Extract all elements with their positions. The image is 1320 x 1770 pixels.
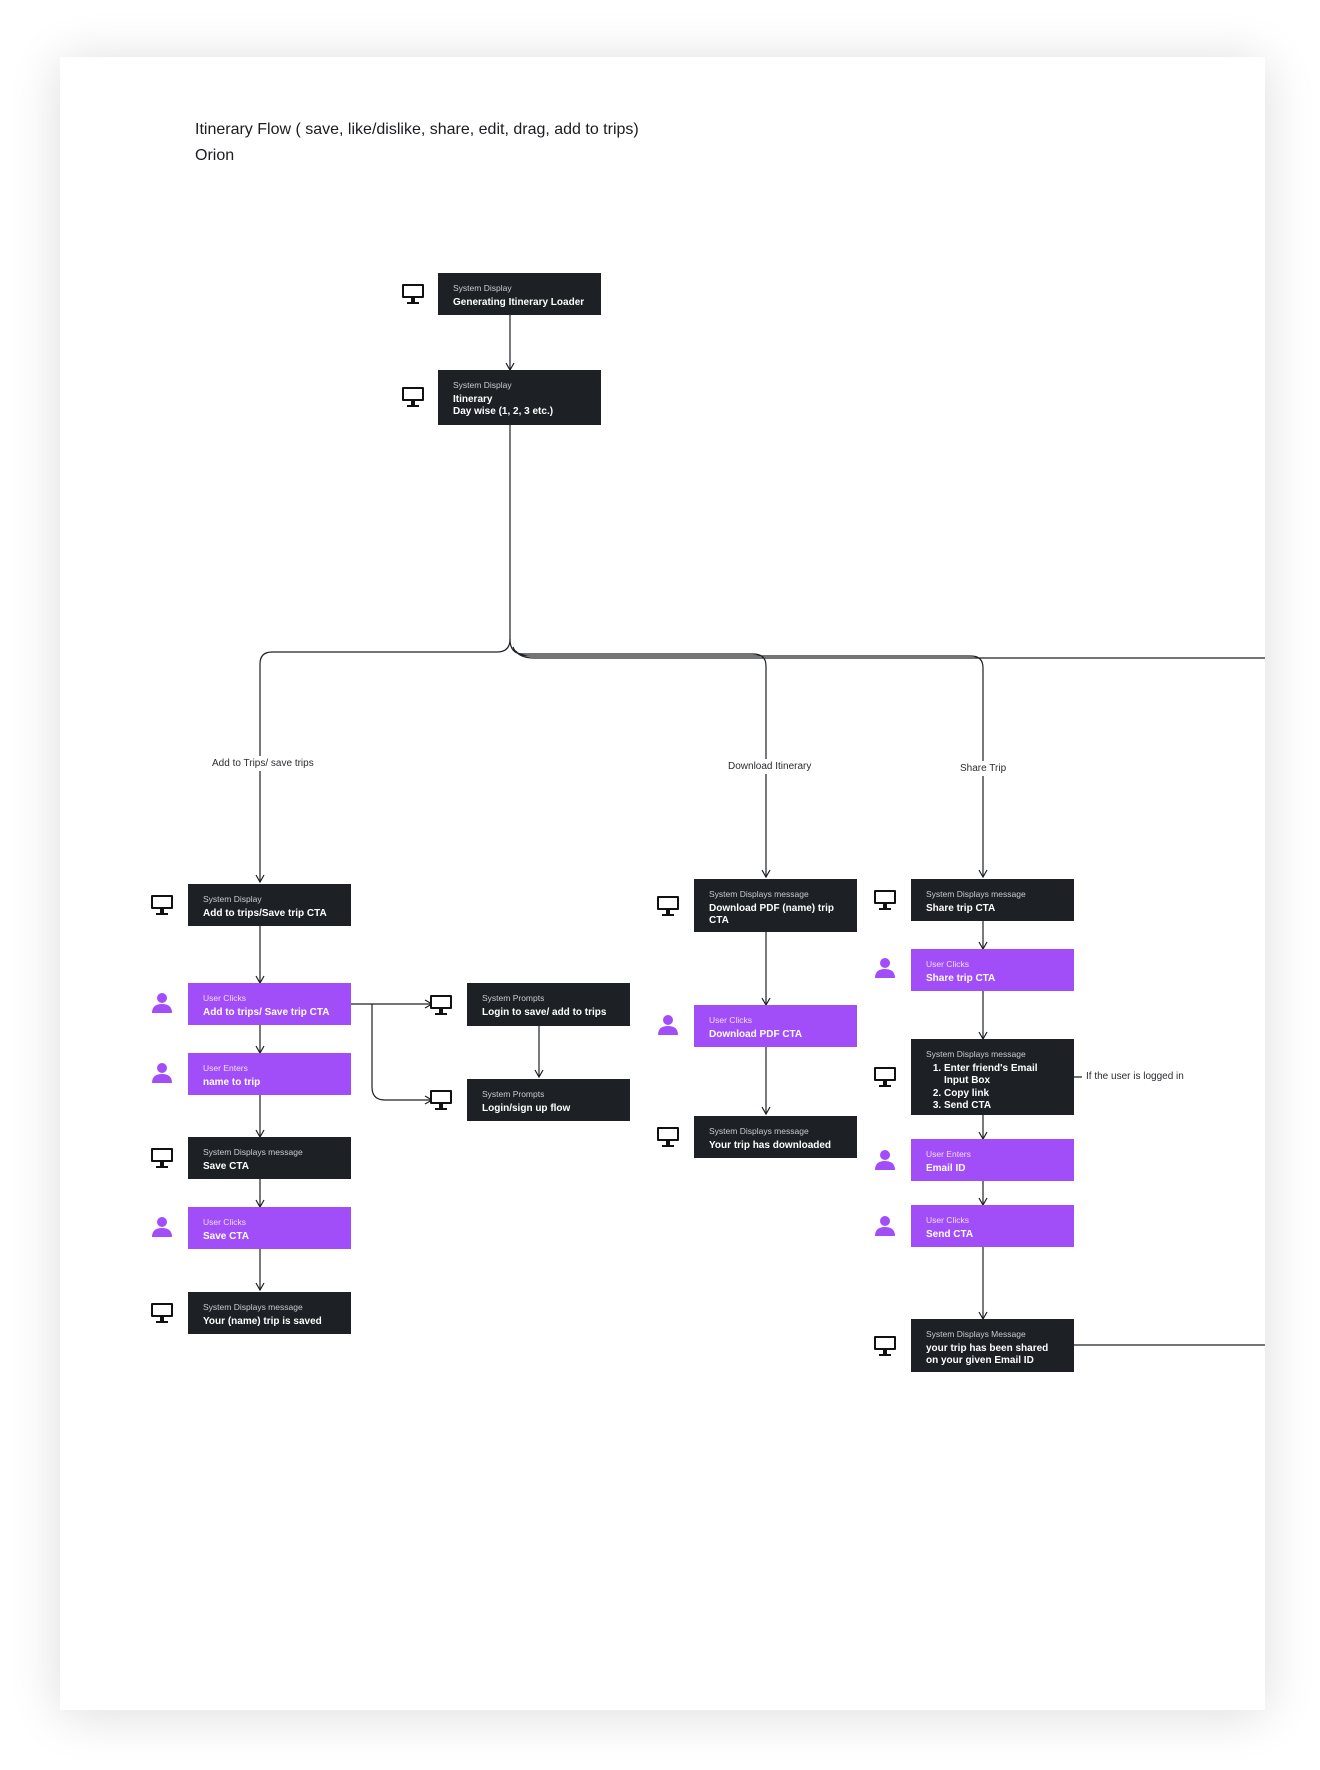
node-trip-downloaded: System Displays message Your trip has do… [694, 1116, 857, 1158]
edge-click-signup [371, 1004, 434, 1105]
monitor-icon [874, 1336, 896, 1356]
node-trip-saved: System Displays message Your (name) trip… [188, 1292, 351, 1334]
node-login-prompt: System Prompts Login to save/ add to tri… [467, 983, 630, 1026]
edge-itinerary-bus [255, 425, 511, 884]
flow-title: Itinerary Flow ( save, like/dislike, sha… [195, 121, 639, 138]
monitor-icon [430, 1090, 452, 1110]
node-kicker: User Clicks [926, 1215, 969, 1225]
node-itinerary-daywise: System Display Itinerary Day wise (1, 2,… [438, 370, 601, 425]
node-generating-loader: System Display Generating Itinerary Load… [438, 273, 601, 315]
node-kicker: User Clicks [203, 1217, 246, 1227]
node-text: Add to trips/Save trip CTA [203, 907, 327, 919]
node-kicker: System Displays message [926, 1049, 1026, 1059]
monitor-icon [151, 1303, 173, 1323]
node-add-to-trips-click: User Clicks Add to trips/ Save trip CTA [188, 983, 351, 1025]
node-text: CTA [709, 915, 729, 926]
node-text: your trip has been shared [926, 1342, 1049, 1354]
user-icon [875, 1216, 895, 1236]
node-kicker: System Display [453, 380, 512, 390]
node-text: Send CTA [926, 1228, 974, 1240]
branch-label-download: Download Itinerary [726, 759, 814, 774]
node-share-trip-cta: System Displays message Share trip CTA [911, 879, 1074, 921]
node-text: Add to trips/ Save trip CTA [203, 1006, 330, 1018]
user-icon [658, 1015, 678, 1035]
monitor-icon [874, 890, 896, 910]
node-text: Download PDF CTA [709, 1028, 803, 1040]
node-name-to-trip: User Enters name to trip [188, 1053, 351, 1095]
node-download-pdf-cta: System Displays message Download PDF (na… [694, 879, 857, 932]
connector-lines [255, 315, 1265, 1350]
node-kicker: System Displays message [709, 889, 809, 899]
node-send-cta-click: User Clicks Send CTA [911, 1205, 1074, 1247]
node-text: name to trip [203, 1076, 261, 1088]
monitor-icon [430, 995, 452, 1015]
node-text: Email ID [926, 1162, 966, 1174]
label-logged-in: If the user is logged in [1084, 1069, 1186, 1084]
node-kicker: User Clicks [203, 993, 246, 1003]
node-text: Your trip has downloaded [709, 1139, 832, 1151]
node-kicker: System Display [453, 283, 512, 293]
node-kicker: User Clicks [709, 1015, 752, 1025]
share-option-item: Copy link [944, 1088, 1064, 1101]
node-text: Day wise (1, 2, 3 etc.) [453, 406, 554, 417]
monitor-icon [151, 895, 173, 915]
node-kicker: System Prompts [482, 993, 545, 1003]
user-icon [875, 958, 895, 978]
user-icon [152, 1063, 172, 1083]
node-text: Save CTA [203, 1160, 249, 1172]
node-text: Download PDF (name) trip [709, 902, 834, 914]
share-option-item: Send CTA [944, 1100, 1064, 1113]
node-text: Itinerary [453, 393, 493, 405]
flow-subtitle: Orion [195, 147, 235, 164]
branch-label-share: Share Trip [958, 761, 1009, 776]
monitor-icon [657, 1127, 679, 1147]
node-kicker: User Enters [926, 1149, 971, 1159]
node-kicker: System Display [203, 894, 262, 904]
page-title: Itinerary Flow ( save, like/dislike, sha… [195, 117, 639, 169]
monitor-icon [151, 1148, 173, 1168]
diagram-canvas: Itinerary Flow ( save, like/dislike, sha… [60, 57, 1265, 1710]
monitor-icon [402, 387, 424, 407]
node-kicker: System Displays message [203, 1147, 303, 1157]
node-kicker: System Displays message [709, 1126, 809, 1136]
node-email-id: User Enters Email ID [911, 1139, 1074, 1181]
edge-bus-right [515, 650, 1265, 659]
branch-label-add-to-trips: Add to Trips/ save trips [210, 756, 316, 771]
node-kicker: System Prompts [482, 1089, 545, 1099]
node-kicker: System Displays message [203, 1302, 303, 1312]
share-options-list: Enter friend's Email Input Box Copy link… [926, 1063, 1064, 1113]
node-share-trip-click: User Clicks Share trip CTA [911, 949, 1074, 991]
node-kicker: User Enters [203, 1063, 248, 1073]
monitor-icon [657, 896, 679, 916]
node-save-cta-click: User Clicks Save CTA [188, 1207, 351, 1249]
node-save-cta-display: System Displays message Save CTA [188, 1137, 351, 1179]
node-text: Your (name) trip is saved [203, 1315, 322, 1327]
node-text: Login to save/ add to trips [482, 1006, 607, 1018]
share-option-item: Enter friend's Email Input Box [944, 1063, 1064, 1088]
node-text: Share trip CTA [926, 902, 996, 914]
monitor-icon [874, 1067, 896, 1087]
edge-bus-download [509, 638, 771, 879]
node-share-options: System Displays message Enter friend's E… [911, 1039, 1074, 1115]
node-kicker: User Clicks [926, 959, 969, 969]
node-signup-flow: System Prompts Login/sign up flow [467, 1079, 630, 1121]
node-text: Share trip CTA [926, 972, 996, 984]
user-icon [875, 1150, 895, 1170]
node-text: Login/sign up flow [482, 1102, 571, 1114]
node-add-to-trips-cta: System Display Add to trips/Save trip CT… [188, 884, 351, 926]
node-trip-shared: System Displays Message your trip has be… [911, 1319, 1074, 1372]
node-text: Generating Itinerary Loader [453, 296, 585, 308]
node-text: Save CTA [203, 1230, 249, 1242]
user-icon [152, 993, 172, 1013]
node-kicker: System Displays Message [926, 1329, 1026, 1339]
monitor-icon [402, 284, 424, 304]
node-kicker: System Displays message [926, 889, 1026, 899]
node-download-pdf-click: User Clicks Download PDF CTA [694, 1005, 857, 1047]
node-text: on your given Email ID [926, 1355, 1034, 1366]
user-icon [152, 1217, 172, 1237]
